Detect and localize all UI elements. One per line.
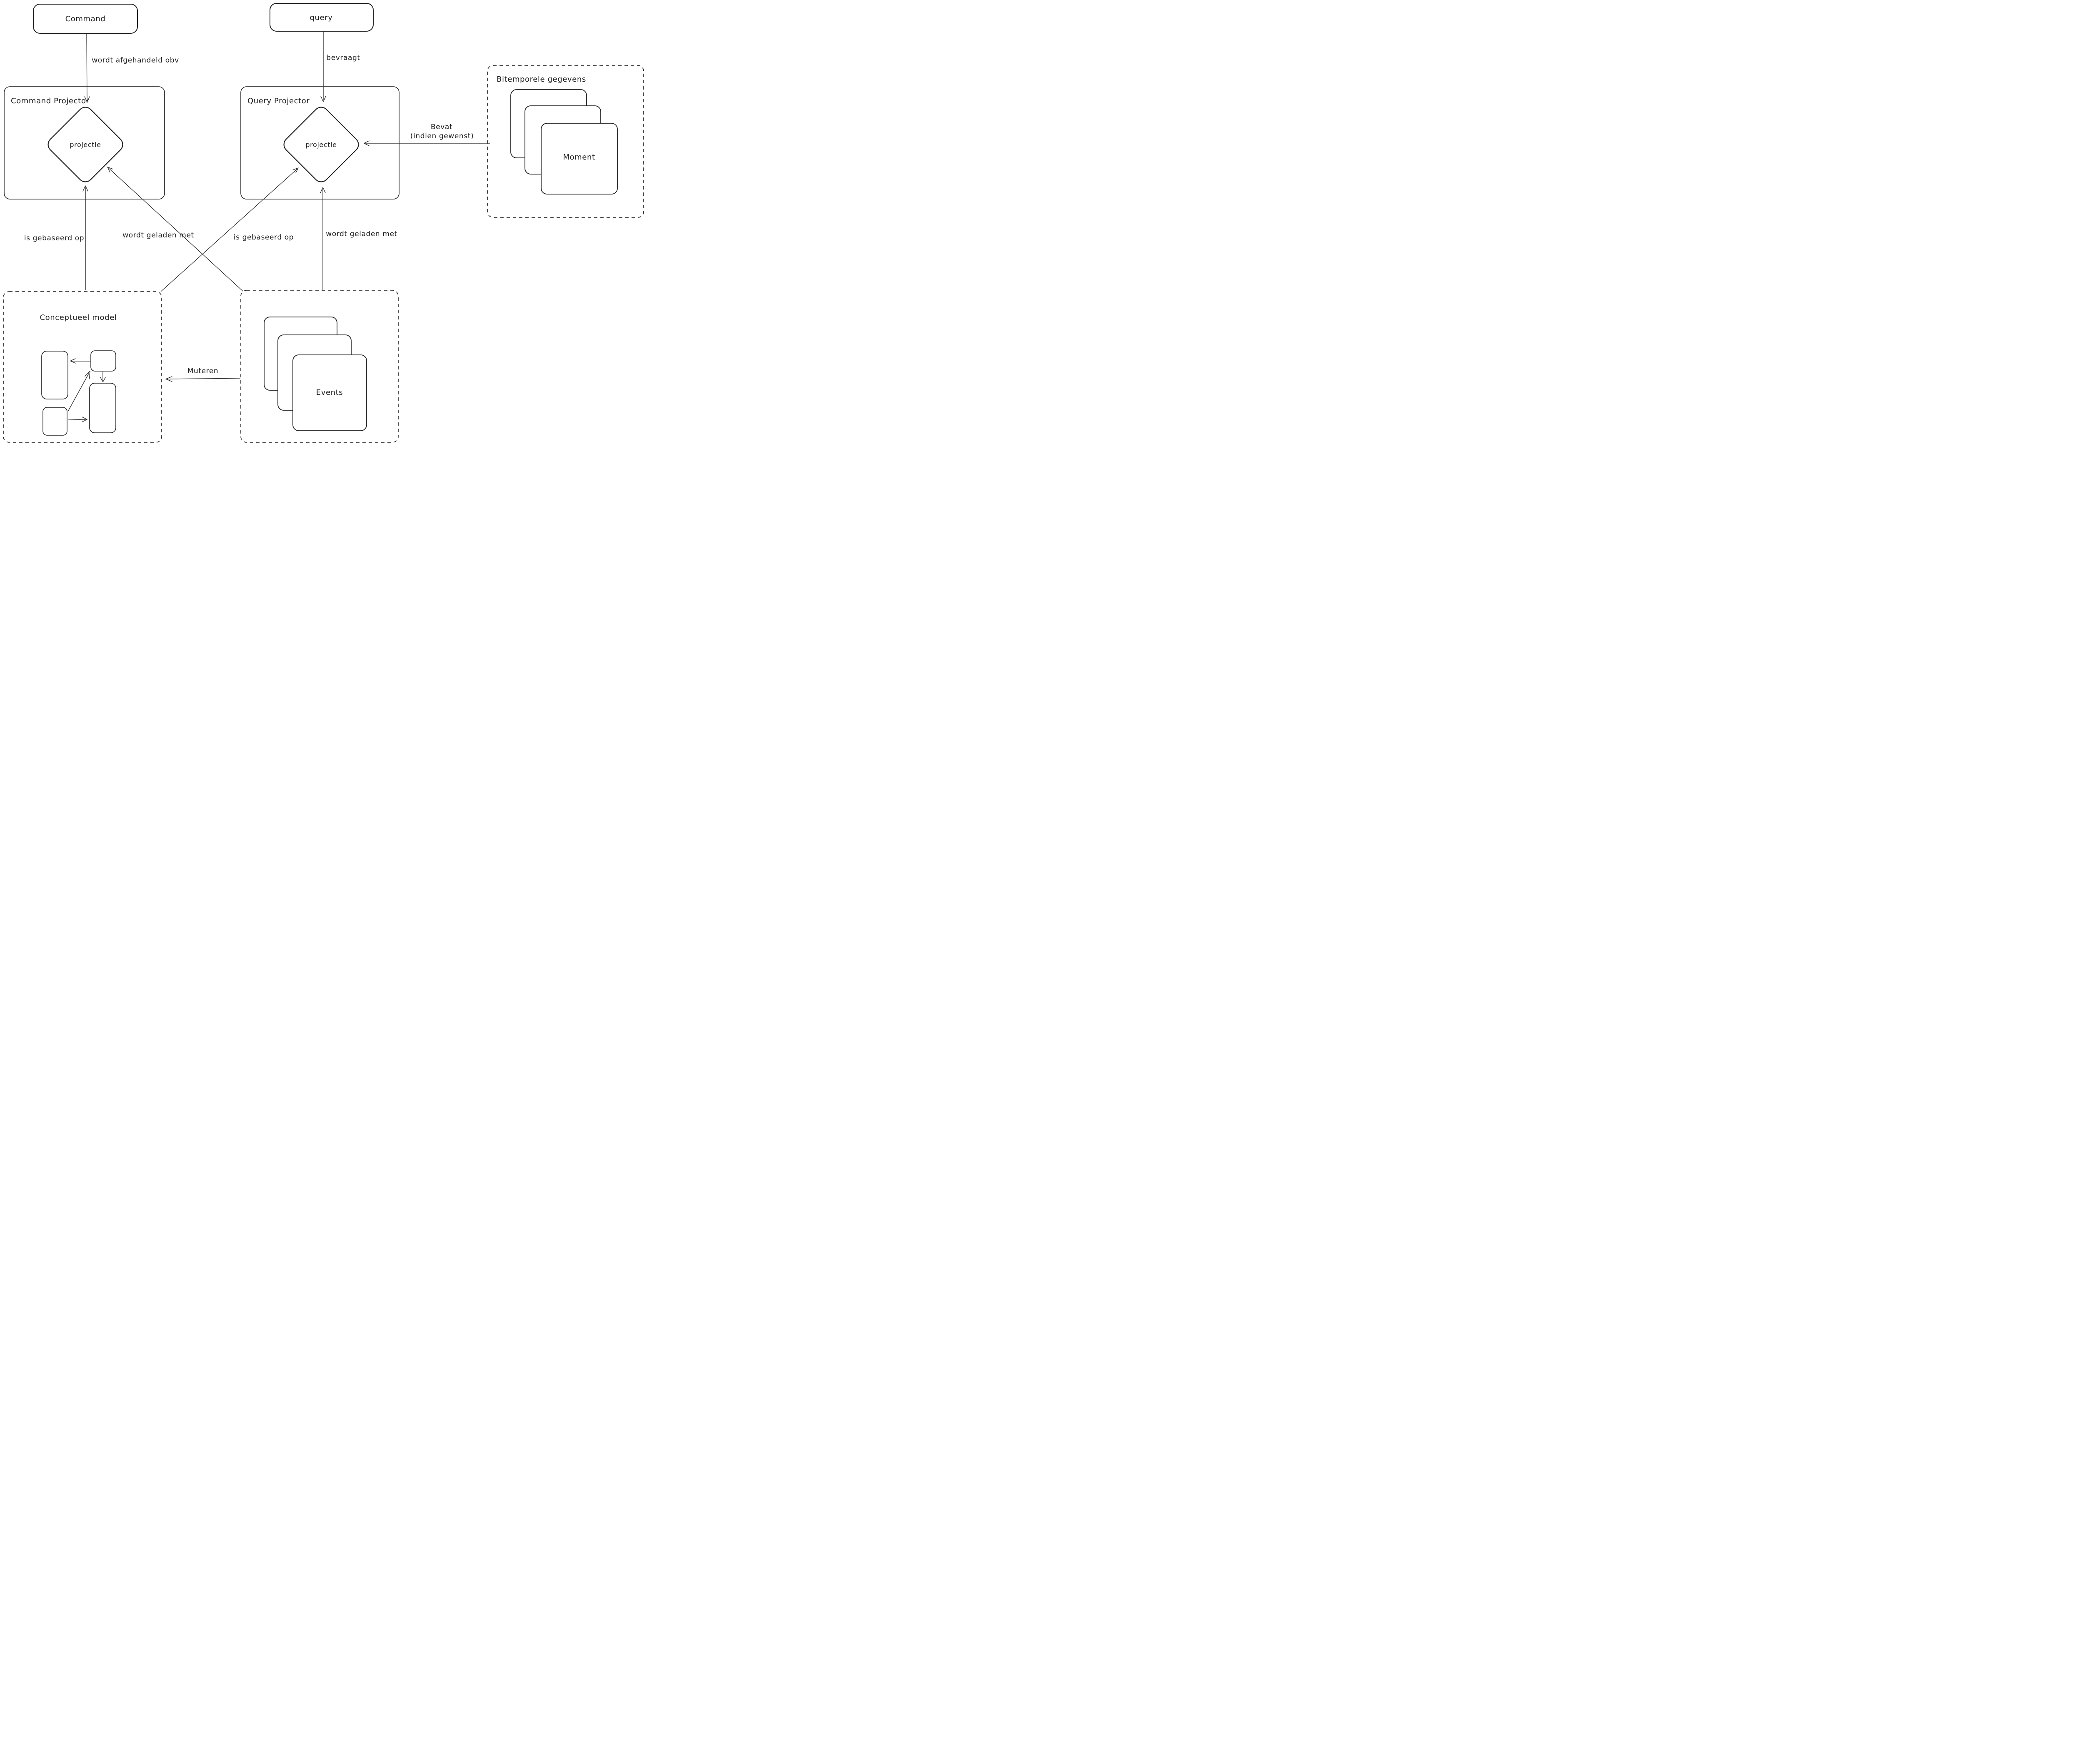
query-label: query	[310, 13, 333, 22]
query-node: query	[270, 3, 374, 32]
arrowhead-upleft-icon	[107, 167, 113, 173]
command-projector-box	[4, 86, 165, 200]
arrowhead-left-icon	[70, 358, 76, 364]
arrowhead-down-icon	[100, 377, 106, 382]
bitemporal-title: Bitemporele gegevens	[497, 75, 586, 84]
events-box	[240, 290, 399, 443]
command-projectie-diamond	[47, 107, 123, 182]
edge-label-bevraagt: bevraagt	[326, 54, 360, 62]
diagram-canvas: Command wordt afgehandeld obv Command Pr…	[0, 0, 644, 448]
edge-wordt-geladen-met-right: wordt geladen met	[320, 187, 397, 290]
arrowhead-upright-icon	[85, 371, 90, 379]
arrowhead-up-icon	[320, 187, 326, 193]
edge-label-bevat-line2: (indien gewenst)	[410, 132, 474, 140]
query-projector-box	[240, 86, 400, 200]
edge-label-bevat-line1: Bevat	[431, 123, 452, 131]
edge-query-to-projector: bevraagt	[320, 32, 360, 102]
conceptual-model-group: Conceptueel model	[3, 291, 162, 443]
edge-label-muteren: Muteren	[187, 367, 219, 375]
entity-rect-small-bottom-left	[42, 407, 67, 436]
edge-label-is-gebaseerd-op-right: is gebaseerd op	[234, 233, 294, 242]
command-label: Command	[65, 15, 106, 23]
command-node: Command	[33, 4, 138, 34]
edge-is-gebaseerd-op-right: is gebaseerd op	[160, 167, 299, 292]
edge-is-gebaseerd-op-left: is gebaseerd op	[24, 185, 88, 290]
cqrs-diagram: Command wordt afgehandeld obv Command Pr…	[3, 3, 644, 443]
command-projector-title: Command Projector	[11, 97, 89, 105]
query-projector-title: Query Projector	[247, 97, 310, 105]
events-group: Events	[240, 290, 399, 443]
arrowhead-left-icon	[364, 140, 370, 146]
arrowhead-down-icon	[320, 96, 326, 102]
query-box	[270, 3, 374, 32]
arrowhead-left-icon	[165, 376, 172, 382]
events-card-front	[292, 354, 367, 431]
edge-label-wordt-geladen-met-right: wordt geladen met	[326, 230, 397, 238]
conceptual-model-box	[3, 291, 162, 443]
command-box	[33, 4, 138, 34]
edge-label-is-gebaseerd-op-left: is gebaseerd op	[24, 234, 84, 242]
arrowhead-down-icon	[84, 96, 90, 102]
query-projectie-diamond	[283, 107, 359, 182]
command-projector: Command Projector projectie	[4, 86, 165, 200]
arrowhead-up-icon	[82, 185, 88, 192]
query-projectie-label: projectie	[305, 141, 337, 149]
events-label: Events	[316, 388, 343, 397]
arrowhead-right-icon	[82, 417, 87, 422]
moment-label: Moment	[563, 153, 595, 162]
edge-wordt-geladen-met-left: wordt geladen met	[107, 167, 243, 292]
edge-muteren: Muteren	[165, 367, 241, 382]
entity-rect-tall-bottom-right	[89, 383, 116, 433]
edge-label-wordt-afgehandeld: wordt afgehandeld obv	[92, 56, 179, 65]
entity-rect-small-top-right	[90, 350, 116, 372]
bitemporal-group: Bitemporele gegevens Moment	[487, 65, 644, 218]
conceptual-model-title: Conceptueel model	[40, 313, 117, 322]
arrowhead-upright-icon	[292, 167, 299, 174]
edge-command-to-projector: wordt afgehandeld obv	[84, 33, 179, 102]
entity-rect-tall-left	[41, 351, 68, 399]
bitemporal-box	[487, 65, 644, 218]
moment-card-front	[541, 123, 618, 195]
query-projector: Query Projector projectie	[240, 86, 400, 200]
command-projectie-label: projectie	[70, 141, 101, 149]
edge-bevat: Bevat (indien gewenst)	[364, 123, 490, 146]
edge-label-wordt-geladen-met-left: wordt geladen met	[122, 231, 194, 240]
